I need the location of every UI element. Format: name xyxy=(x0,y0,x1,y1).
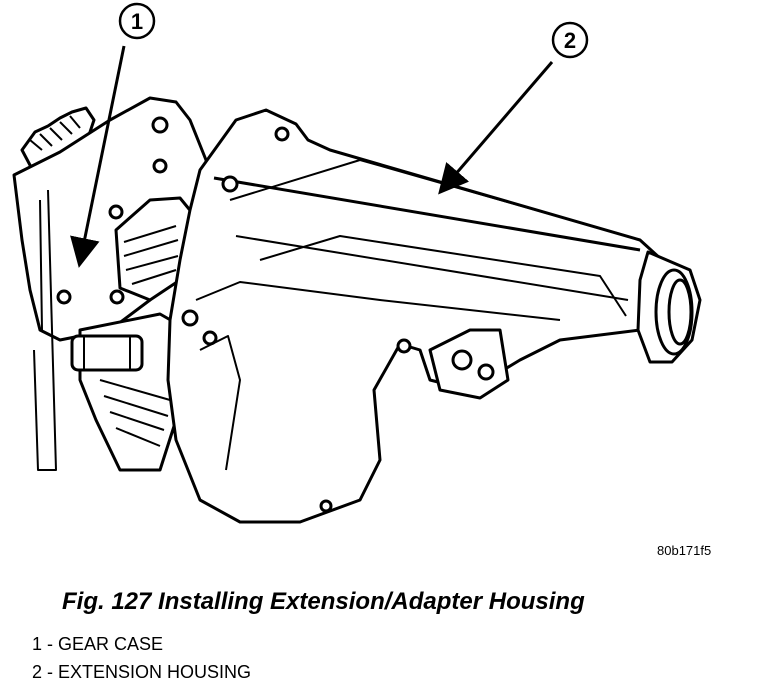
callout-2-number: 2 xyxy=(564,28,576,53)
figure-caption: Fig. 127 Installing Extension/Adapter Ho… xyxy=(62,588,585,615)
callout-2: 2 xyxy=(551,21,589,59)
transfer-case-illustration: 1 2 xyxy=(12,2,702,524)
callout-1-circle xyxy=(118,2,156,40)
gear-case-drawing xyxy=(12,96,212,472)
image-reference-code: 80b171f5 xyxy=(657,543,712,558)
callout-1: 1 xyxy=(118,2,156,40)
legend-item: 1 - GEAR CASE xyxy=(32,634,164,654)
leader-arrows xyxy=(70,45,554,268)
extension-housing-drawing xyxy=(166,108,702,524)
callout-1-number: 1 xyxy=(131,9,143,34)
legend: 1 - GEAR CASE 2 - EXTENSION HOUSING xyxy=(32,630,251,686)
legend-item: 2 - EXTENSION HOUSING xyxy=(32,662,252,682)
callout-2-circle xyxy=(551,21,589,59)
callout-2-arrow xyxy=(438,61,554,195)
callout-1-arrow xyxy=(70,45,126,268)
